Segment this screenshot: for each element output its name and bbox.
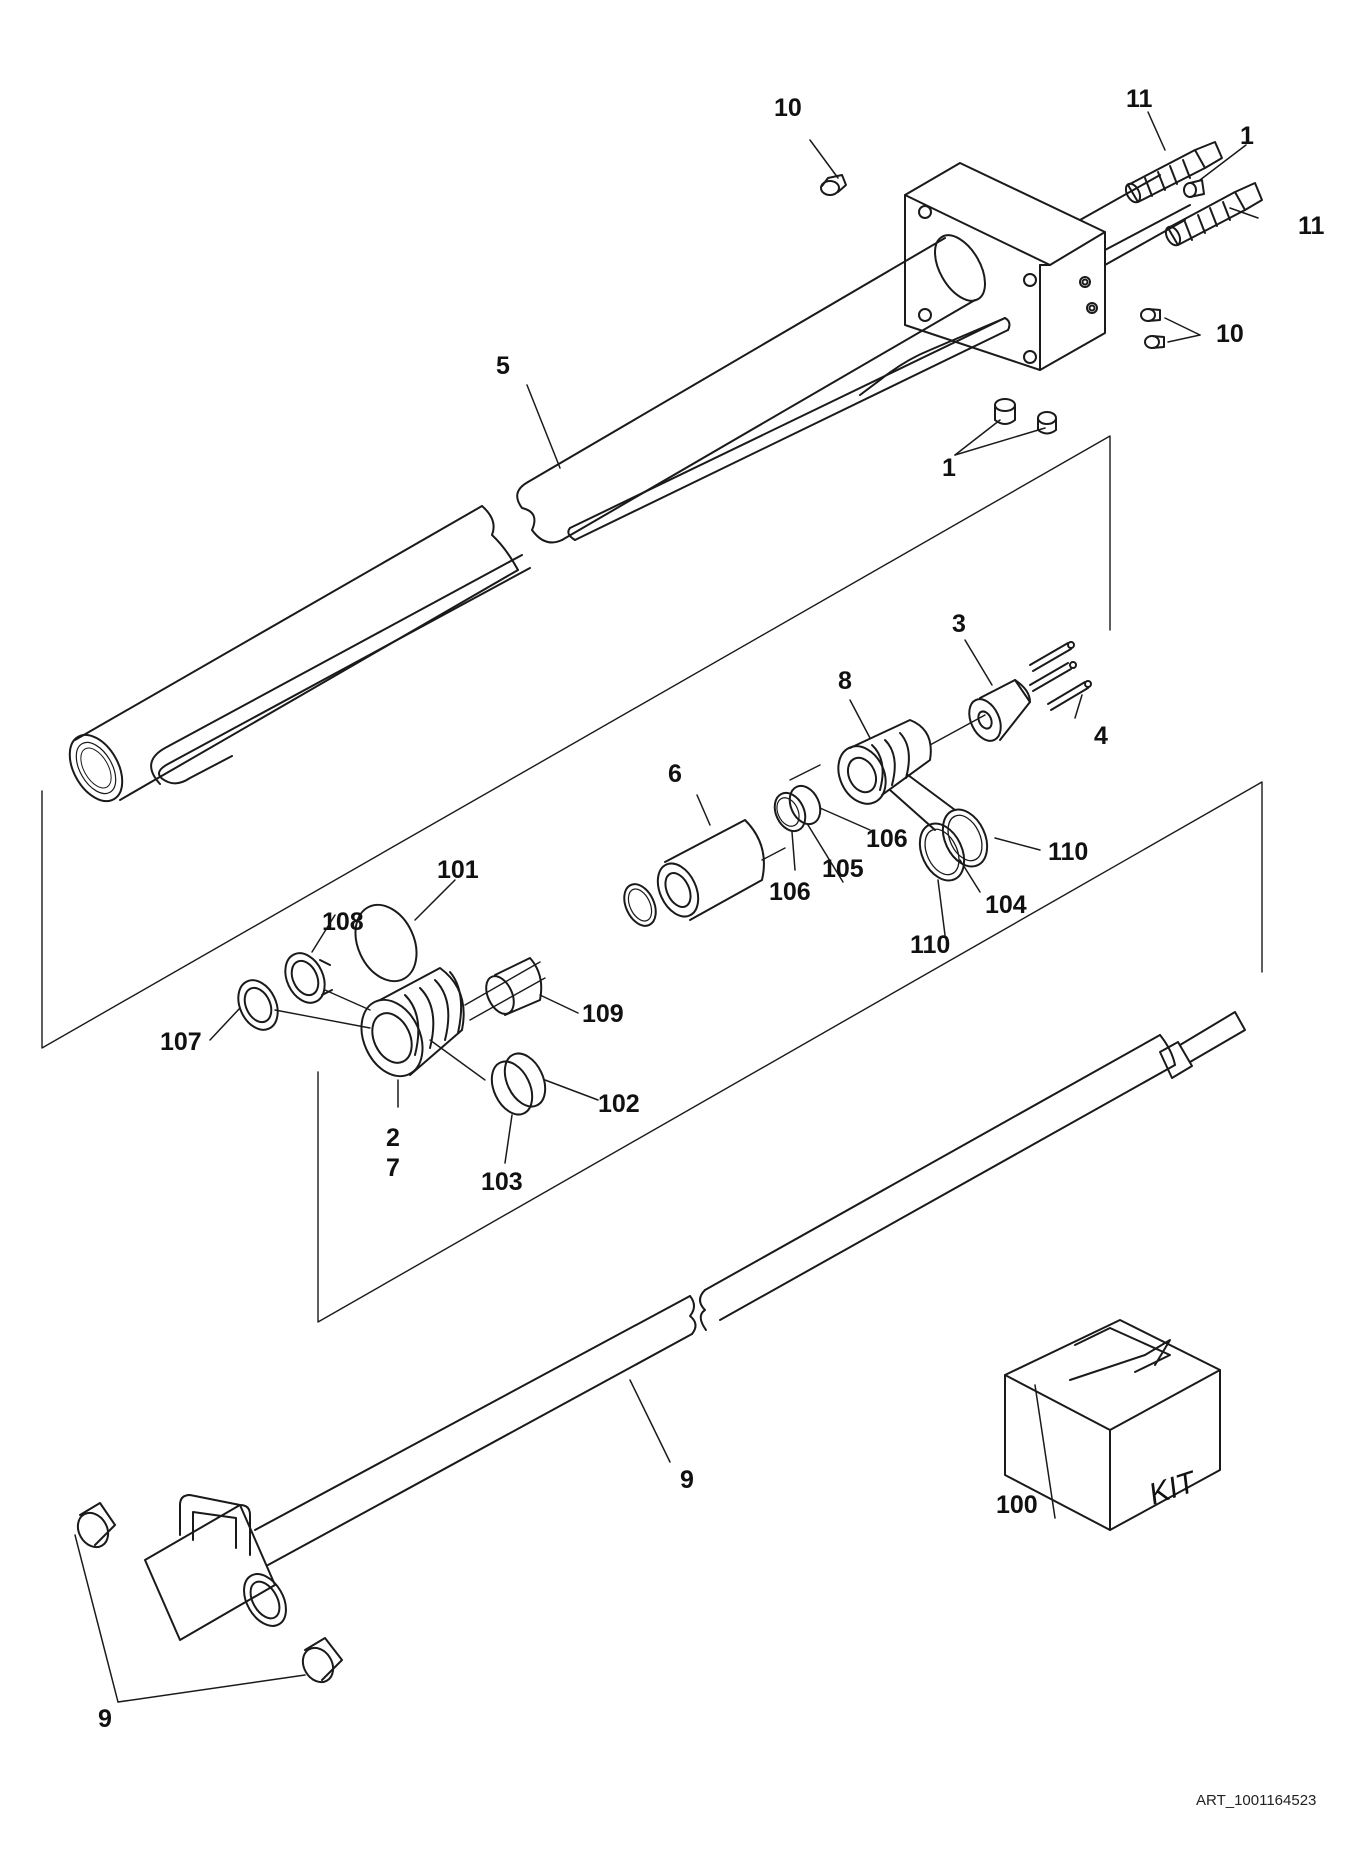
callout-103: 103 [481,1168,523,1196]
plug-bottom-1 [994,398,1016,425]
callout-100: 100 [996,1491,1038,1519]
callout-101: 101 [437,856,479,884]
callout-11-right: 11 [1298,212,1325,240]
callout-leader-lines [74,111,1259,1703]
kit-box [1004,1319,1221,1531]
callout-106-left: 106 [769,878,811,906]
callout-3: 3 [952,610,966,638]
seal-rings-105-106 [773,784,822,833]
callout-2: 2 [386,1124,400,1152]
seal-rings-102-103 [490,1052,547,1116]
callout-10-top: 10 [774,94,802,122]
piston-part-8 [789,719,932,805]
bushing-right [301,1637,343,1684]
callout-110-bottom: 110 [910,931,951,959]
cylinder-head-block [904,162,1191,371]
seal-rings-104-110 [889,774,989,882]
rod-eye-clevis [144,1494,287,1641]
bolts-part-4 [1029,641,1092,711]
bushing-left [76,1502,116,1549]
callout-106-right: 106 [866,825,908,853]
callout-10-right: 10 [1216,320,1244,348]
seal-part-107 [237,979,279,1031]
piston-rod [254,1011,1246,1566]
gland-part-2-7 [360,961,546,1078]
hydraulic-tube [150,317,1011,785]
plug-right-2 [1144,335,1165,349]
plug-bottom-2 [1037,411,1057,435]
cap-top [1183,179,1205,198]
bushing-part-109 [485,957,543,1016]
callout-9-mid: 9 [680,1466,694,1494]
callout-4: 4 [1094,722,1108,750]
callout-9-bottom: 9 [98,1705,112,1733]
callout-102: 102 [598,1090,640,1118]
callout-109: 109 [582,1000,624,1028]
callout-7: 7 [386,1154,400,1182]
plug-top [820,174,847,196]
callout-5: 5 [496,352,510,380]
spacer-part-6 [656,819,786,921]
assembly-guide-lines [41,435,1263,1323]
ring-spacer-side [623,883,657,927]
callout-8: 8 [838,667,852,695]
callout-104: 104 [985,891,1027,919]
callout-107: 107 [160,1028,202,1056]
callout-6: 6 [668,760,682,788]
callout-105: 105 [822,855,864,883]
fitting-upper [1124,141,1223,204]
barrel-tube [68,234,986,803]
plug-right-1 [1140,308,1161,322]
callout-108: 108 [322,908,364,936]
callout-1-top: 1 [1240,122,1254,150]
o-ring-part-101 [354,903,418,983]
drawing-id: ART_1001164523 [1196,1792,1317,1809]
wiper-part-108 [284,952,333,1004]
fitting-lower [1164,182,1263,247]
piston-nut-part-3 [929,679,1031,746]
callout-11-top: 11 [1126,85,1153,113]
callout-110-right: 110 [1048,838,1089,866]
gland-leader-lines [274,989,486,1081]
callout-1-mid: 1 [942,454,956,482]
